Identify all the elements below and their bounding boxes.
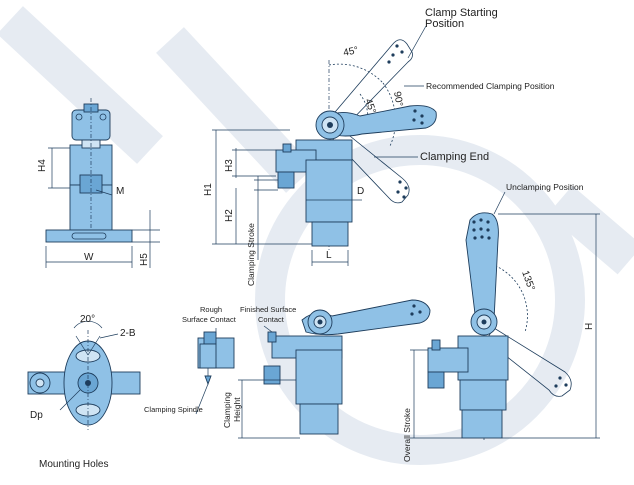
label-recommended: Recommended Clamping Position — [426, 81, 555, 91]
label-h5: H5 — [139, 253, 150, 266]
label-w: W — [84, 252, 94, 263]
label-clamping-height-2: Height — [232, 397, 242, 422]
label-h2: H2 — [224, 209, 235, 222]
label-angle-45-mid: 45° — [362, 97, 378, 115]
label-l: L — [326, 250, 332, 261]
label-h3: H3 — [224, 159, 235, 172]
label-2-b: 2-B — [120, 328, 136, 339]
label-mounting-holes: Mounting Holes — [39, 459, 108, 470]
label-clamping-height-1: Clamping — [222, 392, 232, 428]
label-h4: H4 — [37, 159, 48, 172]
label-m: M — [116, 186, 124, 197]
label-unclamping: Unclamping Position — [506, 182, 584, 192]
front-view — [45, 98, 160, 268]
label-dp: Dp — [30, 410, 43, 421]
label-clamp-starting-2: Position — [425, 18, 464, 30]
side-view — [212, 25, 437, 266]
label-angle-20: 20° — [80, 314, 95, 325]
label-clamp-starting-1: Clamp Starting — [425, 7, 498, 19]
right-view — [410, 191, 600, 440]
label-h: H — [584, 323, 595, 330]
label-d: D — [357, 186, 364, 197]
label-overall-stroke: Overall Stroke — [402, 408, 412, 462]
mounting-holes-view — [27, 320, 141, 430]
label-angle-90: 90° — [391, 91, 404, 108]
label-h1: H1 — [203, 183, 214, 196]
label-angle-45-top: 45° — [342, 45, 359, 59]
label-clamping-stroke: Clamping Stroke — [246, 223, 256, 286]
label-clamping-spindle: Clamping Spindle — [144, 405, 203, 414]
label-finished-1: Finished Surface — [240, 305, 296, 314]
label-finished-2: Contact — [258, 315, 285, 324]
label-rough-1: Rough — [200, 305, 222, 314]
label-angle-135: 135° — [519, 269, 536, 292]
clamping-height-view — [195, 299, 431, 439]
label-rough-2: Surface Contact — [182, 315, 237, 324]
label-clamping-end: Clamping End — [420, 151, 489, 163]
